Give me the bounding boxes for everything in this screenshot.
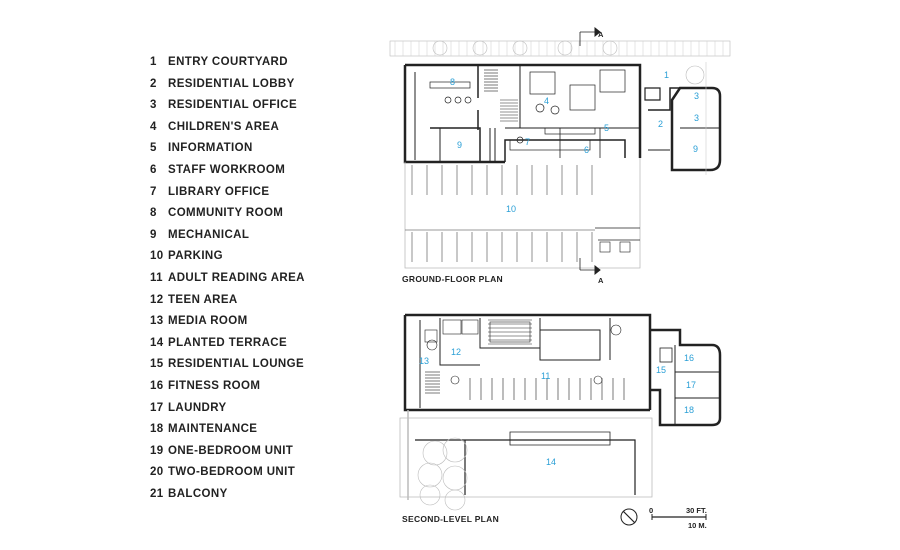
- legend-number: 16: [150, 379, 164, 392]
- legend-item: 5 INFORMATION: [150, 138, 350, 160]
- legend-label: ONE-BEDROOM UNIT: [168, 444, 294, 457]
- legend-number: 15: [150, 358, 164, 371]
- legend-label: MEDIA ROOM: [168, 315, 248, 328]
- legend-label: CHILDREN'S AREA: [168, 120, 280, 133]
- room-label-14: 14: [546, 457, 556, 467]
- section-marker-top: A: [598, 30, 604, 39]
- legend-number: 18: [150, 423, 164, 436]
- legend-item: 9 MECHANICAL: [150, 225, 350, 247]
- room-label-11: 11: [541, 371, 550, 381]
- legend-number: 3: [150, 99, 157, 112]
- legend-item: 14 PLANTED TERRACE: [150, 333, 350, 355]
- legend-number: 4: [150, 120, 157, 133]
- legend-number: 9: [150, 228, 157, 241]
- room-label-18: 18: [684, 405, 694, 415]
- legend-label: INFORMATION: [168, 142, 253, 155]
- legend-item: 4 CHILDREN'S AREA: [150, 117, 350, 139]
- legend-label: RESIDENTIAL OFFICE: [168, 99, 298, 112]
- legend-label: BALCONY: [168, 487, 228, 500]
- legend-number: 10: [150, 250, 164, 263]
- legend-item: 7 LIBRARY OFFICE: [150, 182, 350, 204]
- legend-number: 21: [150, 487, 164, 500]
- legend-label: RESIDENTIAL LOBBY: [168, 77, 295, 90]
- room-label-10: 10: [506, 204, 516, 214]
- legend-number: 6: [150, 163, 157, 176]
- legend-item: 16 FITNESS ROOM: [150, 376, 350, 398]
- ground-floor-caption: GROUND-FLOOR PLAN: [402, 274, 503, 284]
- room-label-3: 3: [694, 91, 699, 101]
- legend-number: 14: [150, 336, 164, 349]
- legend-item: 1 ENTRY COURTYARD: [150, 52, 350, 74]
- legend-item: 20 TWO-BEDROOM UNIT: [150, 462, 350, 484]
- legend-number: 2: [150, 77, 157, 90]
- legend-item: 17 LAUNDRY: [150, 398, 350, 420]
- room-label-15: 15: [656, 365, 666, 375]
- room-label-12: 12: [451, 347, 461, 357]
- legend-number: 8: [150, 207, 157, 220]
- legend-number: 5: [150, 142, 157, 155]
- legend-number: 7: [150, 185, 157, 198]
- legend-item: 8 COMMUNITY ROOM: [150, 203, 350, 225]
- room-label-6: 6: [584, 145, 589, 155]
- legend-label: PARKING: [168, 250, 223, 263]
- legend-number: 13: [150, 315, 164, 328]
- legend-number: 19: [150, 444, 164, 457]
- legend-item: 15 RESIDENTIAL LOUNGE: [150, 354, 350, 376]
- room-label-13: 13: [419, 356, 429, 366]
- second-level-caption: SECOND-LEVEL PLAN: [402, 514, 499, 524]
- legend-label: LIBRARY OFFICE: [168, 185, 270, 198]
- legend-label: LAUNDRY: [168, 401, 227, 414]
- legend-label: TWO-BEDROOM UNIT: [168, 466, 296, 479]
- legend-item: 12 TEEN AREA: [150, 290, 350, 312]
- section-marker-bottom: A: [598, 276, 604, 285]
- north-arrow-icon: [620, 508, 638, 526]
- room-label-3b: 3: [694, 113, 699, 123]
- legend-item: 3 RESIDENTIAL OFFICE: [150, 95, 350, 117]
- legend-label: TEEN AREA: [168, 293, 238, 306]
- scale-feet: 30 FT.: [686, 506, 707, 515]
- legend-label: PLANTED TERRACE: [168, 336, 288, 349]
- legend-label: RESIDENTIAL LOUNGE: [168, 358, 305, 371]
- legend-number: 12: [150, 293, 164, 306]
- room-label-9b: 9: [693, 144, 698, 154]
- room-label-4: 4: [544, 96, 549, 106]
- room-label-2: 2: [658, 119, 663, 129]
- room-label-8: 8: [450, 77, 455, 87]
- legend-item: 10 PARKING: [150, 246, 350, 268]
- room-label-7: 7: [525, 137, 530, 147]
- second-level-plan: [399, 313, 722, 511]
- legend-item: 13 MEDIA ROOM: [150, 311, 350, 333]
- legend-number: 1: [150, 56, 157, 68]
- ground-floor-plan: [389, 26, 731, 276]
- legend-item: 2 RESIDENTIAL LOBBY: [150, 74, 350, 96]
- legend-label: MECHANICAL: [168, 228, 250, 241]
- legend-label: ADULT READING AREA: [168, 271, 305, 284]
- legend-number: 11: [150, 271, 163, 284]
- room-label-9a: 9: [457, 140, 462, 150]
- legend-number: 20: [150, 466, 164, 479]
- scale-bar: [651, 514, 707, 520]
- legend-label: ENTRY COURTYARD: [168, 56, 288, 68]
- room-label-5: 5: [604, 123, 609, 133]
- legend-label: FITNESS ROOM: [168, 379, 261, 392]
- legend-number: 17: [150, 401, 164, 414]
- legend-item: 21 BALCONY: [150, 484, 350, 506]
- legend-item: 18 MAINTENANCE: [150, 419, 350, 441]
- legend-item: 6 STAFF WORKROOM: [150, 160, 350, 182]
- legend-item: 11 ADULT READING AREA: [150, 268, 350, 290]
- legend-label: STAFF WORKROOM: [168, 163, 286, 176]
- legend-label: MAINTENANCE: [168, 423, 258, 436]
- room-label-17: 17: [686, 380, 696, 390]
- legend-item: 19 ONE-BEDROOM UNIT: [150, 441, 350, 463]
- legend-label: COMMUNITY ROOM: [168, 207, 284, 220]
- scale-zero: 0: [649, 506, 653, 515]
- room-label-1: 1: [664, 70, 669, 80]
- room-number-labels: 1 2 3 3 4 5 6 7 8 9 9 10 11 12 13 14 15 …: [419, 70, 699, 467]
- scale-meters: 10 M.: [688, 521, 707, 530]
- room-label-16: 16: [684, 353, 694, 363]
